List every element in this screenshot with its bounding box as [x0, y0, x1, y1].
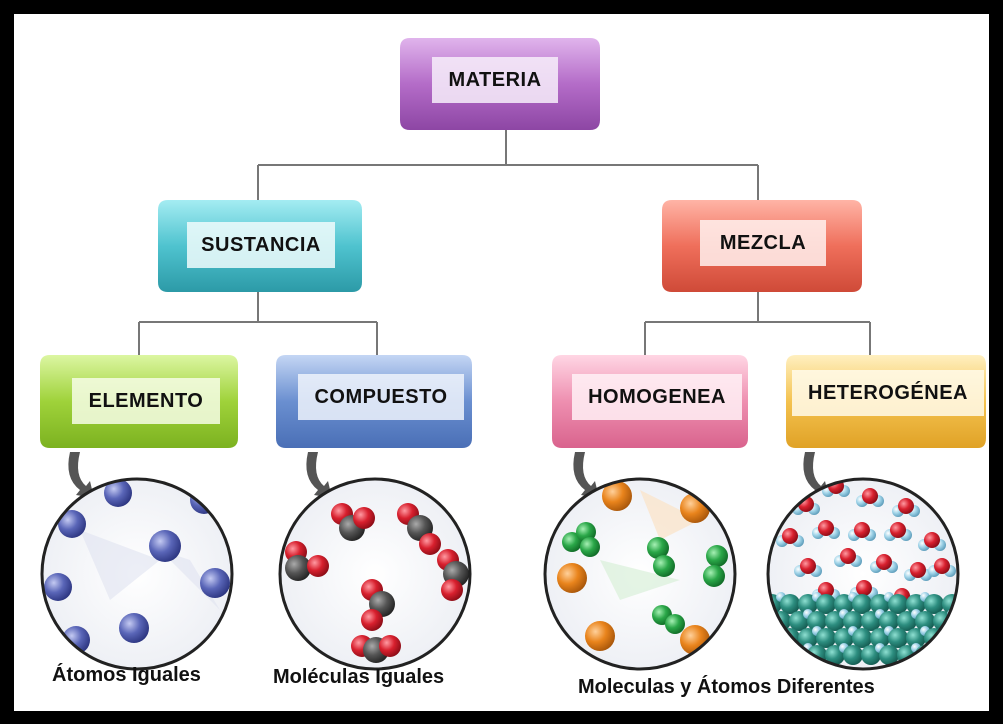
- particle: [910, 562, 926, 578]
- particle: [800, 558, 816, 574]
- particle: [888, 594, 908, 614]
- particle: [807, 611, 827, 631]
- particle: [876, 554, 892, 570]
- particle: [933, 645, 953, 665]
- particle: [768, 628, 782, 648]
- node-elemento-shape: [40, 355, 238, 448]
- particle: [840, 548, 856, 564]
- homogeneous-circle: [543, 477, 737, 671]
- caption-atomos-iguales: Átomos Iguales: [52, 664, 201, 686]
- particle: [771, 645, 791, 665]
- particle: [942, 628, 958, 648]
- particle: [924, 532, 940, 548]
- particle: [816, 594, 836, 614]
- caption-moleculas-iguales: Moléculas Iguales: [273, 666, 445, 688]
- particle: [852, 628, 872, 648]
- node-materia: MATERIA: [448, 68, 542, 91]
- particle: [780, 628, 800, 648]
- node-mezcla-shape: [662, 200, 862, 292]
- node-compuesto-shape: [276, 355, 472, 448]
- particle: [843, 645, 863, 665]
- particle: [818, 582, 834, 598]
- particle: [888, 628, 908, 648]
- connector-lines: [138, 130, 871, 355]
- particle: [816, 628, 836, 648]
- particle: [856, 580, 872, 596]
- caption-moleculas-atomos-diferentes: Moleculas y Átomos Diferentes: [578, 676, 875, 698]
- particle: [915, 645, 935, 665]
- particle: [780, 594, 800, 614]
- particle: [956, 626, 958, 636]
- particle: [898, 498, 914, 514]
- particle: [934, 558, 950, 574]
- node-sustancia-shape: [158, 200, 362, 292]
- particle: [951, 611, 958, 631]
- node-materia-shape: [400, 38, 600, 130]
- particle: [854, 522, 870, 538]
- heterogeneous-circle: [766, 477, 960, 671]
- particle: [879, 611, 899, 631]
- node-homogenea-shape: [552, 355, 748, 448]
- node-homogenea: HOMOGENEA: [588, 385, 726, 408]
- node-mezcla: MEZCLA: [719, 231, 807, 254]
- particle: [915, 611, 935, 631]
- particle: [951, 645, 958, 665]
- node-heterogenea: HETEROGÉNEA: [808, 381, 968, 404]
- node-compuesto: COMPUESTO: [314, 385, 448, 408]
- molecules-circle: [278, 477, 472, 671]
- particle: [879, 645, 899, 665]
- particle: [852, 594, 872, 614]
- particle: [947, 643, 957, 653]
- particle: [782, 528, 798, 544]
- particle: [843, 611, 863, 631]
- particle: [890, 522, 906, 538]
- atoms-circle: [40, 477, 234, 671]
- particle: [924, 594, 944, 614]
- node-elemento: ELEMENTO: [88, 389, 204, 412]
- particle: [818, 520, 834, 536]
- node-heterogenea-shape: [786, 355, 986, 448]
- particle: [862, 488, 878, 504]
- node-sustancia: SUSTANCIA: [201, 233, 321, 256]
